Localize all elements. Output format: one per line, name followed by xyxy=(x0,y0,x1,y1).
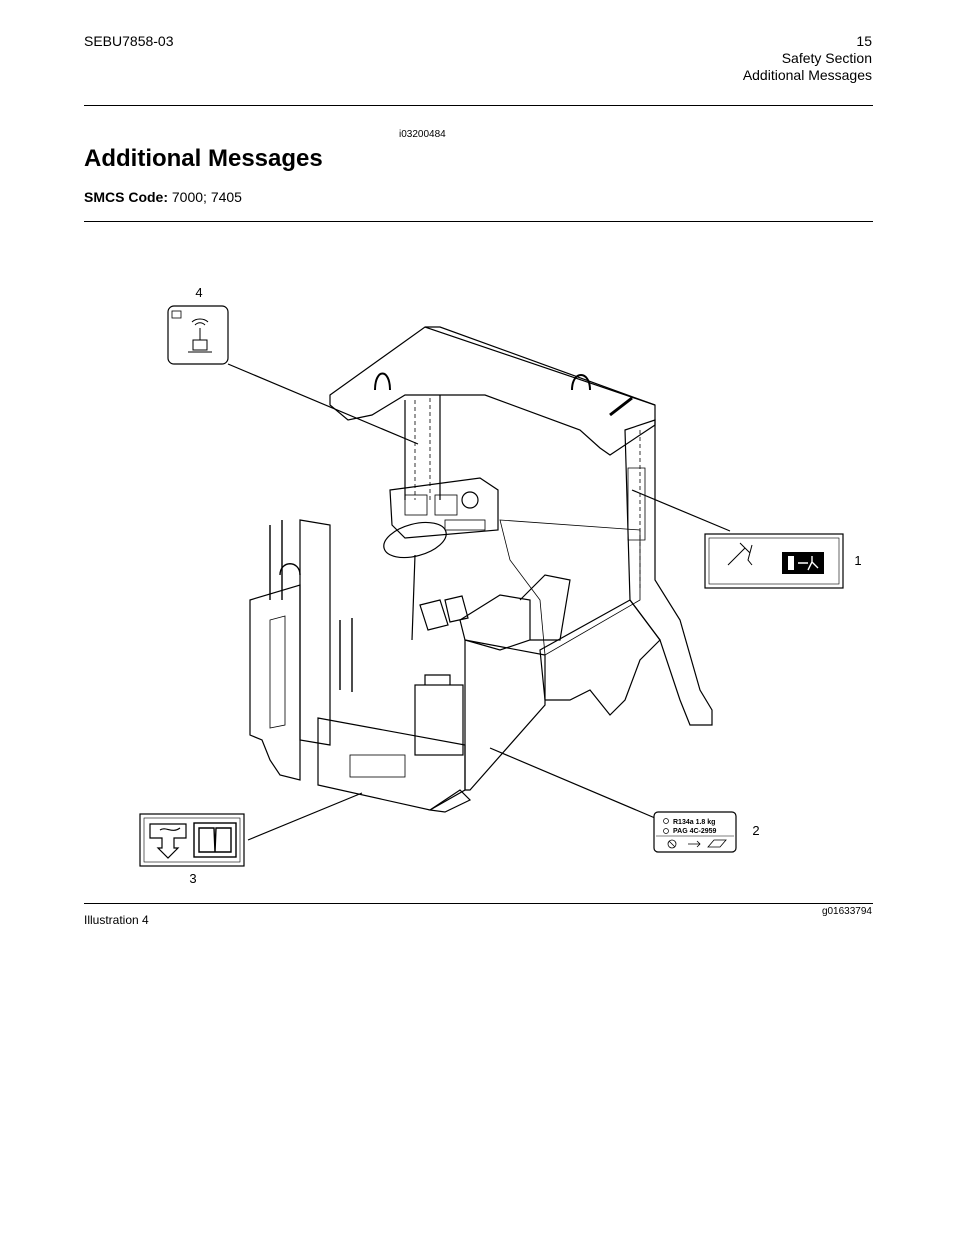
beacon-mount xyxy=(609,396,633,417)
snowflake-icon xyxy=(663,818,669,824)
page-number: 15 xyxy=(856,33,872,49)
callout-2: 2 xyxy=(752,823,759,838)
handrail xyxy=(339,618,353,692)
rear-pillar xyxy=(624,419,713,726)
seat-back xyxy=(519,574,571,641)
callout-4: 4 xyxy=(195,285,202,300)
leader-line-3 xyxy=(247,792,363,841)
smcs-value: 7000; 7405 xyxy=(171,189,242,205)
steering-column xyxy=(411,554,416,641)
beacon-icon xyxy=(188,318,212,353)
graphic-id: g01633794 xyxy=(821,906,872,917)
operator-seat xyxy=(459,594,531,651)
left-housing xyxy=(249,584,301,781)
callout-1: 1 xyxy=(854,553,861,568)
book-icon xyxy=(707,839,727,848)
section-name: Safety Section xyxy=(781,50,872,66)
oil-label: PAG 4C-2959 xyxy=(673,828,717,835)
page-header-right: 15 Safety Section Additional Messages xyxy=(743,33,872,84)
lift-eye-left xyxy=(374,372,391,391)
refrigerant-label: R134a 1.8 kg xyxy=(673,819,715,826)
storage-box xyxy=(414,684,464,756)
reference-id: i03200484 xyxy=(399,129,446,140)
prohibited-icon xyxy=(667,839,677,849)
right-console xyxy=(499,519,641,656)
decal-2: R134a 1.8 kg PAG 4C-2959 xyxy=(653,811,737,853)
header-divider xyxy=(84,105,873,106)
steering-wheel xyxy=(383,521,447,559)
dashboard xyxy=(389,477,499,539)
gauge xyxy=(461,491,479,509)
decal-4 xyxy=(167,305,229,365)
leader-line-1 xyxy=(631,489,731,532)
page-title: Additional Messages xyxy=(84,145,323,172)
illustration-caption: Illustration 4 xyxy=(84,913,149,927)
front-step-panel xyxy=(317,717,466,811)
caption-divider xyxy=(84,903,873,904)
left-post xyxy=(299,519,331,746)
title-divider xyxy=(84,221,873,222)
smcs-label: SMCS Code: xyxy=(84,189,168,205)
decal-1 xyxy=(704,533,844,589)
leader-line-4 xyxy=(227,363,419,445)
document-number: SEBU7858-03 xyxy=(84,33,174,49)
canopy-roof-edge xyxy=(425,326,656,406)
hazard-arrow-icon xyxy=(149,823,187,859)
subsection-name: Additional Messages xyxy=(742,67,872,83)
manual-icon xyxy=(171,310,182,319)
pedal xyxy=(419,599,449,631)
manual-book-icon xyxy=(193,822,237,858)
front-pillar xyxy=(404,395,441,500)
cab-base-right xyxy=(539,599,661,716)
hammer-glass-icon xyxy=(727,542,753,566)
emergency-exit-window xyxy=(627,467,646,541)
oil-drop-icon xyxy=(663,828,669,834)
lift-eye-right xyxy=(571,374,591,391)
decal-3 xyxy=(139,813,245,867)
callout-3: 3 xyxy=(189,871,196,886)
smcs-code: SMCS Code: 7000; 7405 xyxy=(84,189,242,205)
console-side-panel xyxy=(464,639,546,791)
leader-line-2 xyxy=(489,747,656,819)
arrow-icon xyxy=(688,840,701,848)
